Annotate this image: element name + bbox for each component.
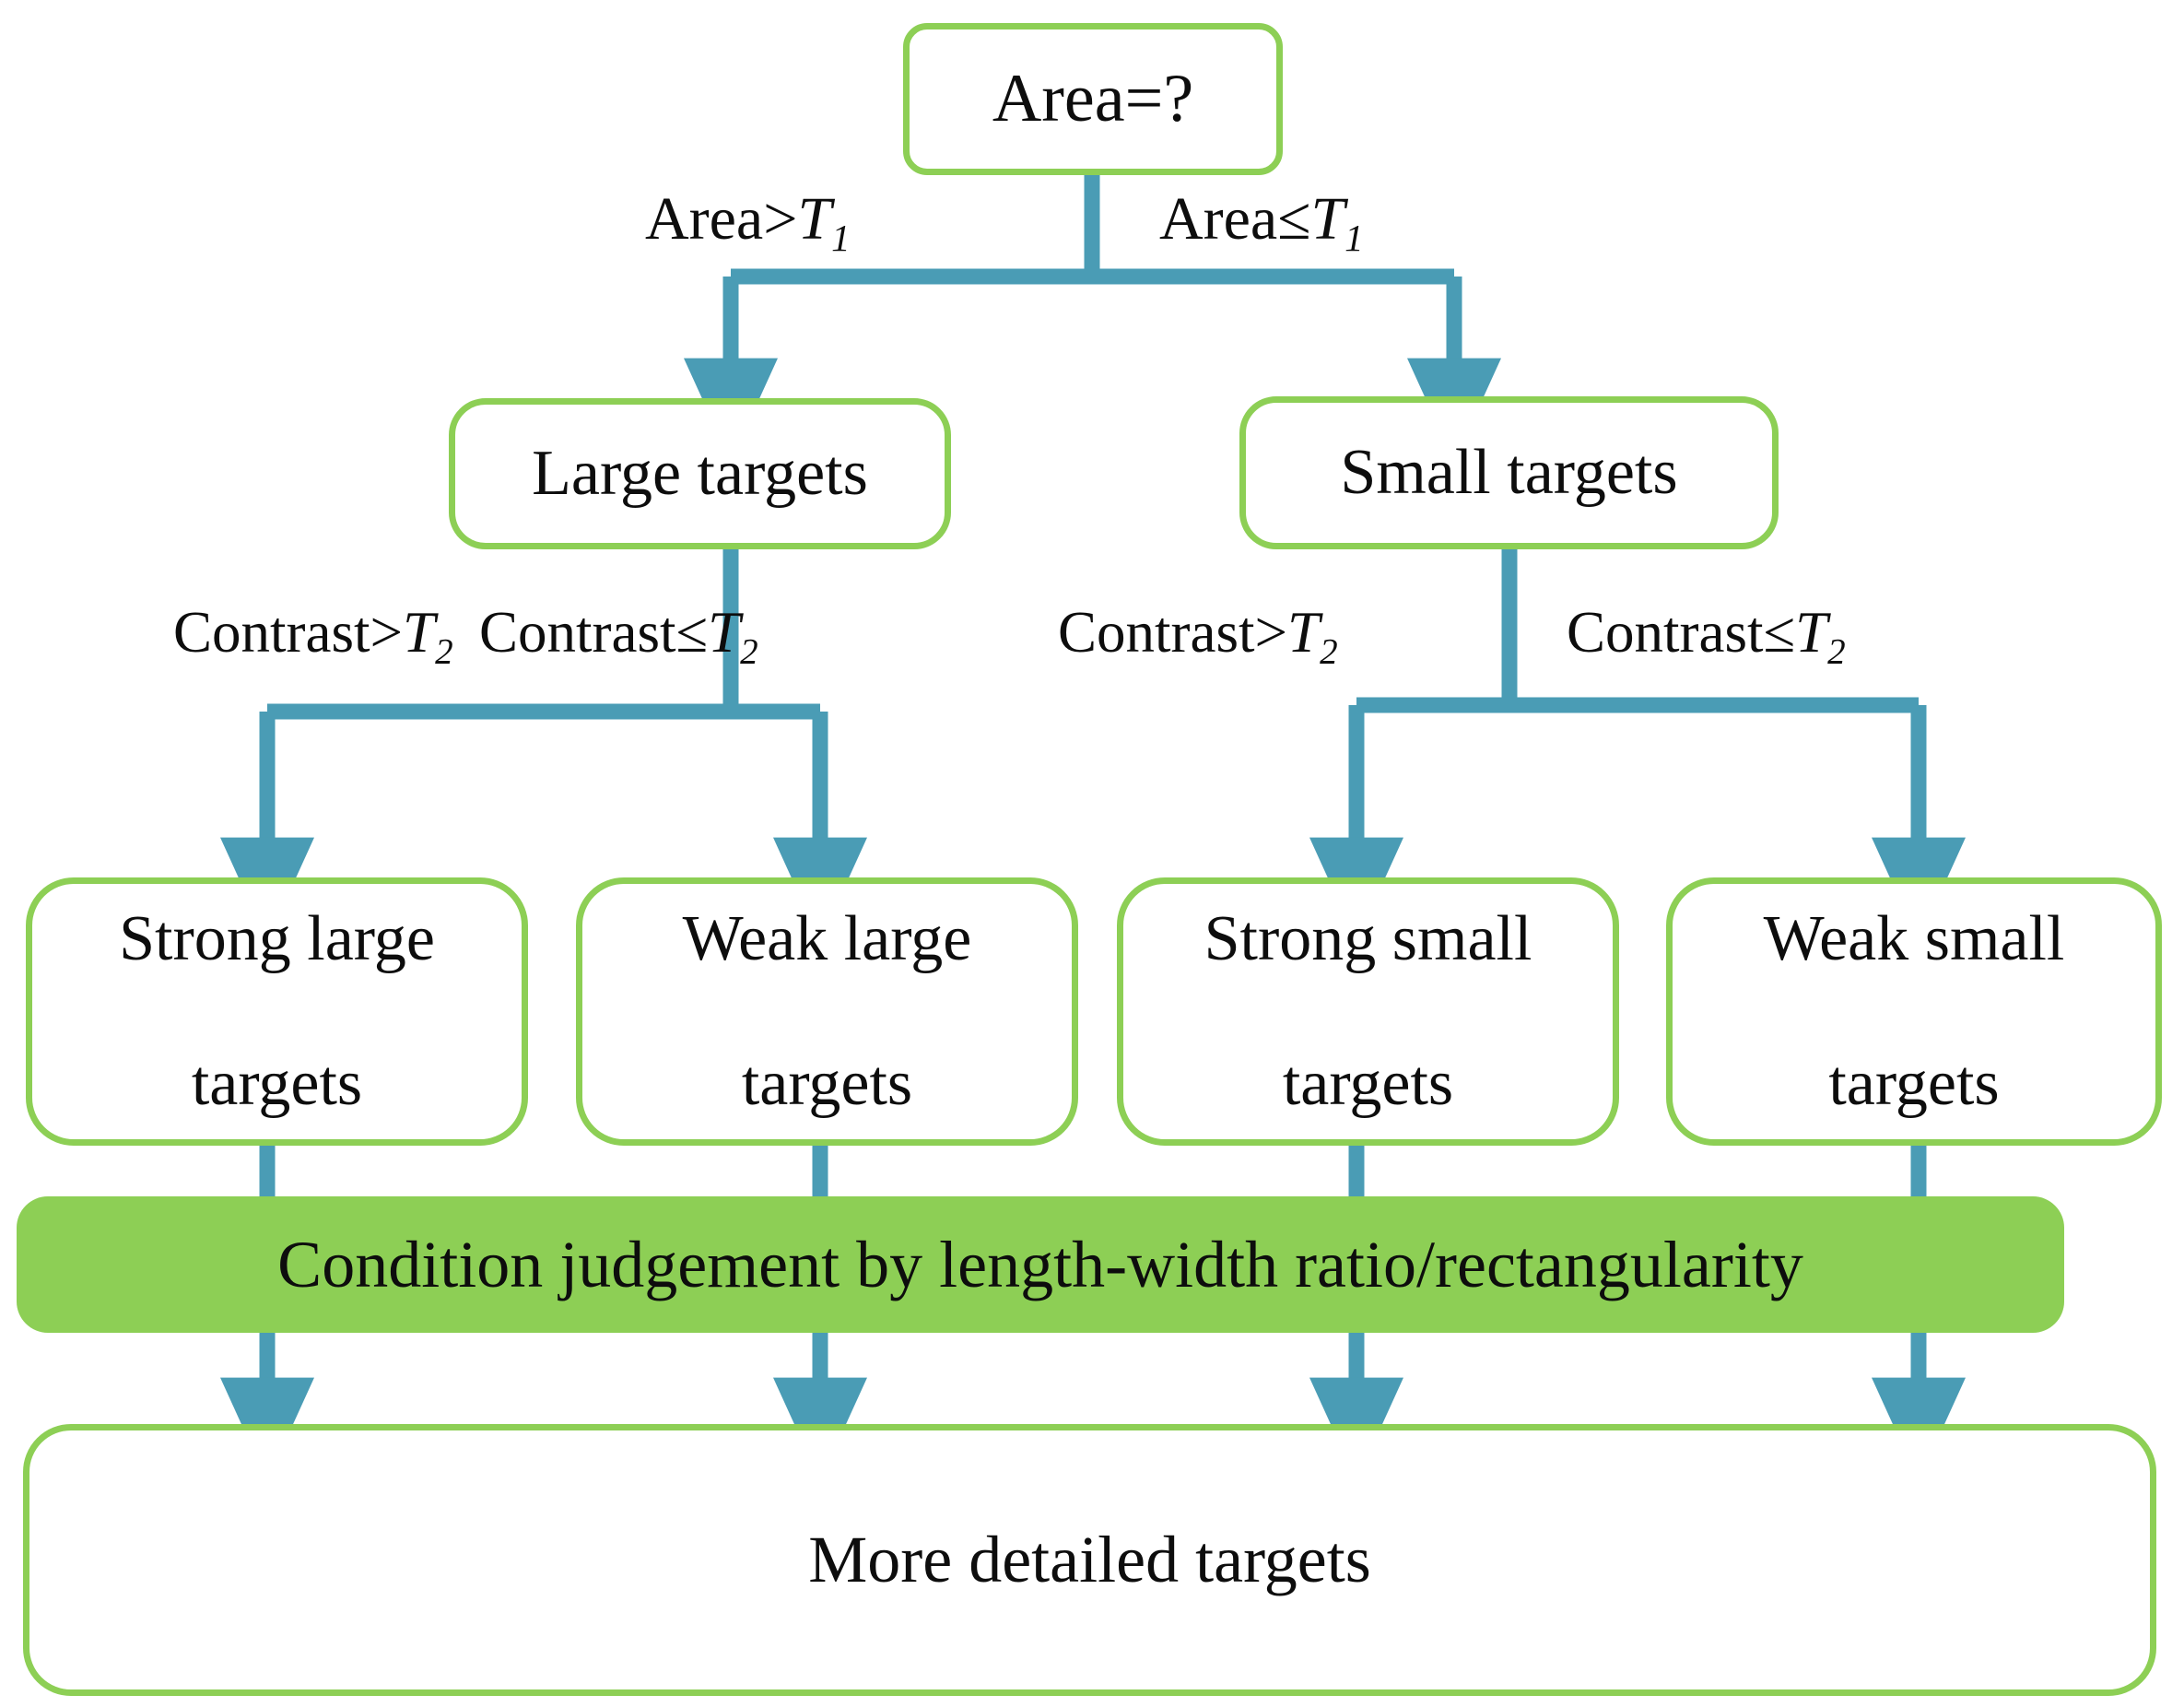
edge-label-area-le-sub: 1 xyxy=(1344,218,1364,260)
node-large-targets[interactable]: Large targets xyxy=(449,398,951,549)
node-strong-large-targets[interactable]: Strong large targets xyxy=(26,877,528,1146)
edge-label-contrast-gt-right: Contrast>T2 xyxy=(1058,604,1338,670)
edge-label-area-gt-sub: 1 xyxy=(831,218,851,260)
edge-label-contrast-le-left-prefix: Contrast≤ xyxy=(479,600,709,665)
node-large-targets-label: Large targets xyxy=(532,437,868,509)
node-weak-small-targets-line2: targets xyxy=(1828,1047,2000,1119)
node-strong-large-targets-line2: targets xyxy=(191,1047,363,1119)
node-strong-small-targets-line2: targets xyxy=(1282,1047,1454,1119)
edge-label-contrast-gt-left-var: T xyxy=(403,600,436,665)
edge-label-contrast-le-left-sub: 2 xyxy=(740,631,758,672)
node-weak-large-targets-line2: targets xyxy=(741,1047,913,1119)
node-weak-large-targets-line1: Weak large xyxy=(682,902,972,974)
edge-label-contrast-le-right-prefix: Contrast≤ xyxy=(1567,600,1796,665)
edge-label-contrast-gt-left: Contrast>T2 xyxy=(173,604,453,670)
edge-label-contrast-le-right-var: T xyxy=(1795,600,1828,665)
node-small-targets-label: Small targets xyxy=(1340,436,1678,508)
node-area-question-label: Area=? xyxy=(992,61,1194,137)
edge-label-contrast-gt-right-prefix: Contrast> xyxy=(1058,600,1288,665)
edge-label-contrast-le-right-sub: 2 xyxy=(1827,631,1846,672)
edge-leaves-to-condition-bar xyxy=(259,1146,1927,1203)
edge-label-area-gt: Area>T1 xyxy=(645,189,851,258)
node-small-targets[interactable]: Small targets xyxy=(1239,396,1779,549)
node-weak-small-targets-line1: Weak small xyxy=(1763,902,2065,974)
edge-label-contrast-le-right: Contrast≤T2 xyxy=(1567,604,1846,670)
node-more-detailed-targets[interactable]: More detailed targets xyxy=(23,1424,2156,1696)
node-weak-small-targets-label: Weak small targets xyxy=(1745,903,2084,1120)
edge-condition-bar-to-output xyxy=(220,1332,1966,1481)
node-strong-large-targets-label: Strong large targets xyxy=(100,903,453,1120)
node-strong-small-targets[interactable]: Strong small targets xyxy=(1117,877,1619,1146)
edge-label-area-gt-prefix: Area> xyxy=(645,185,798,253)
edge-label-contrast-gt-right-sub: 2 xyxy=(1320,631,1338,672)
node-more-detailed-targets-label: More detailed targets xyxy=(808,1523,1371,1597)
edge-label-contrast-le-left: Contrast≤T2 xyxy=(479,604,758,670)
node-weak-large-targets[interactable]: Weak large targets xyxy=(576,877,1078,1146)
node-area-question[interactable]: Area=? xyxy=(903,23,1283,175)
condition-judgement-bar-label: Condition judgement by length-width rati… xyxy=(277,1227,1803,1301)
node-weak-small-targets[interactable]: Weak small targets xyxy=(1666,877,2162,1146)
edge-label-area-le-var: T xyxy=(1310,185,1345,253)
edge-label-area-le: Area≤T1 xyxy=(1159,189,1364,258)
node-strong-small-targets-line1: Strong small xyxy=(1204,902,1532,974)
edge-label-contrast-gt-left-prefix: Contrast> xyxy=(173,600,404,665)
edge-label-contrast-gt-right-var: T xyxy=(1287,600,1321,665)
node-weak-large-targets-label: Weak large targets xyxy=(664,903,991,1120)
edge-label-contrast-gt-left-sub: 2 xyxy=(435,631,453,672)
edge-small-to-leaves xyxy=(1309,549,1966,941)
edge-label-contrast-le-left-var: T xyxy=(708,600,741,665)
edge-label-area-le-prefix: Area≤ xyxy=(1159,185,1311,253)
node-strong-small-targets-label: Strong small targets xyxy=(1186,903,1551,1120)
edge-label-area-gt-var: T xyxy=(797,185,832,253)
edge-large-to-leaves xyxy=(220,549,867,941)
condition-judgement-bar[interactable]: Condition judgement by length-width rati… xyxy=(17,1196,2064,1333)
node-strong-large-targets-line1: Strong large xyxy=(119,902,435,974)
